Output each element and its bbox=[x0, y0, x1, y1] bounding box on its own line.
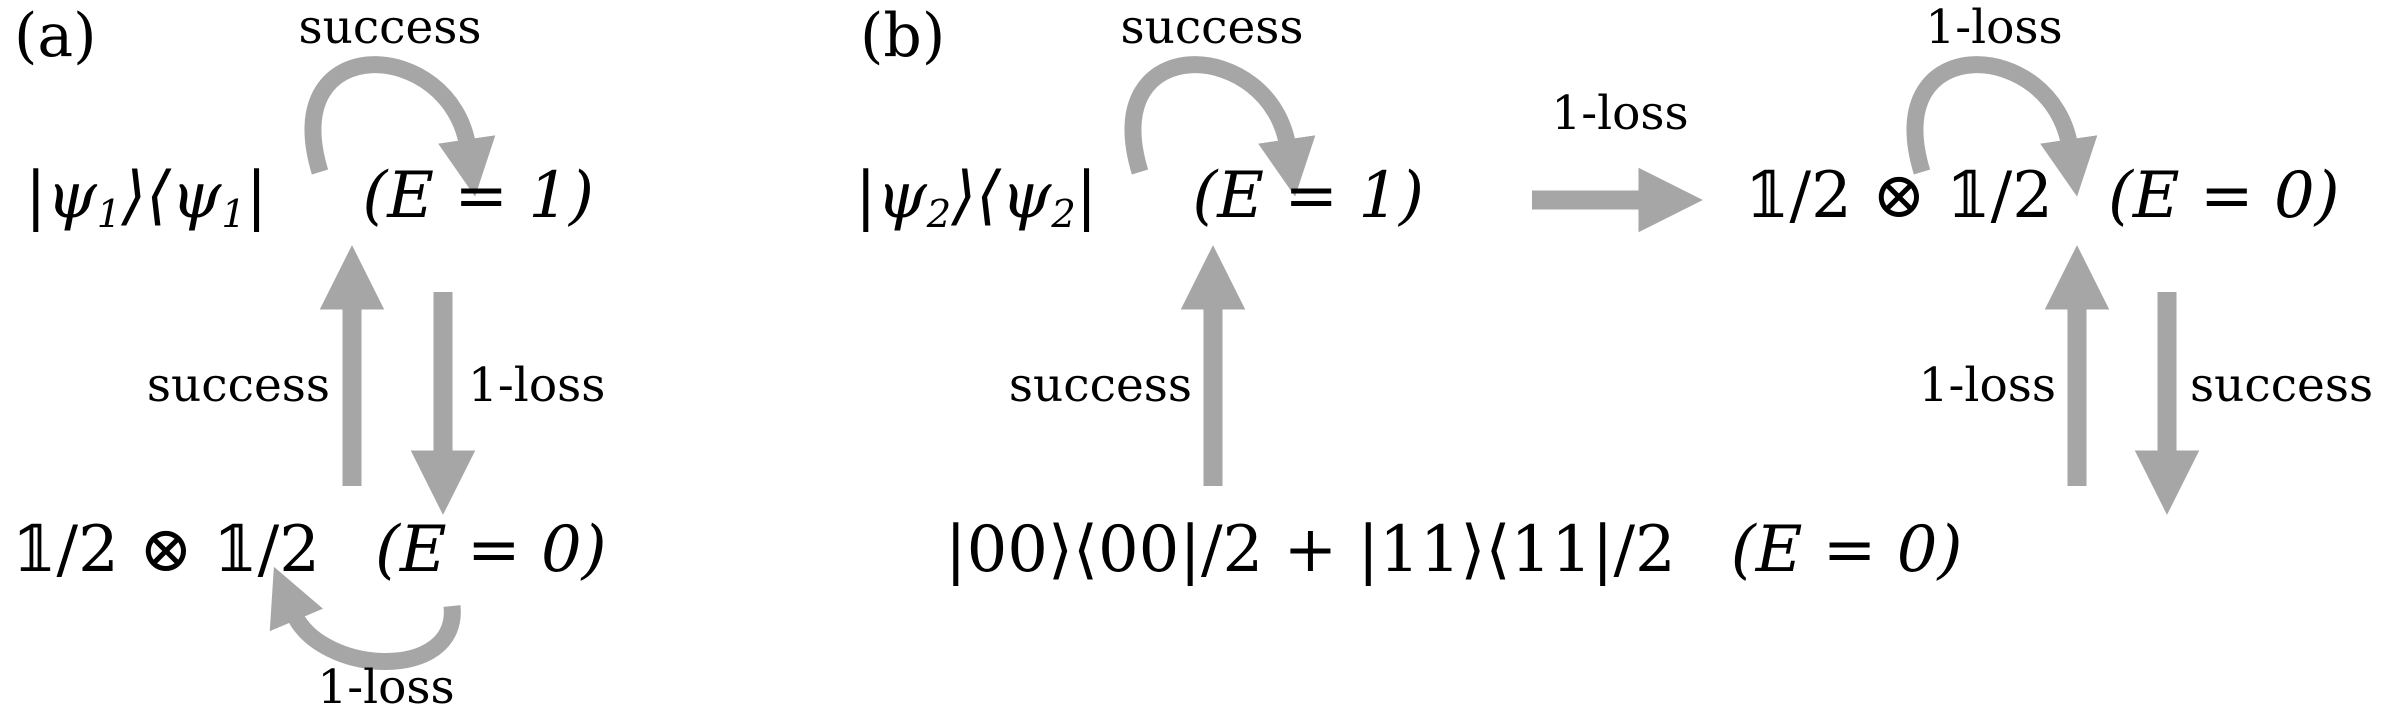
bra-close: | bbox=[1075, 159, 1098, 233]
a-top-state-expr: |ψ1⟩⟨ψ1| bbox=[25, 158, 267, 235]
a-bottom-state-expr: 𝟙/2 ⊗ 𝟙/2 bbox=[12, 513, 320, 587]
b-loss-self-loop-arrow bbox=[1906, 56, 2098, 197]
subscript: 2 bbox=[926, 191, 952, 237]
b-success-up-left-label: success bbox=[1008, 358, 1192, 413]
b-success-down-right-label: success bbox=[2190, 358, 2374, 413]
b-bottom-state-energy: (E = 0) bbox=[1730, 513, 1963, 587]
b-bottom-state: |00⟩⟨00|/2 + |11⟩⟨11|/2 (E = 0) bbox=[945, 512, 1962, 589]
a-bottom-state-energy: (E = 0) bbox=[374, 513, 607, 587]
b-success-loop-label: success bbox=[1120, 0, 1304, 55]
ket-bra-mid: ⟩⟨ψ bbox=[951, 159, 1052, 233]
b-top-left-state-energy: (E = 1) bbox=[1192, 159, 1424, 233]
a-loss-loop-label: 1-loss bbox=[317, 660, 455, 715]
a-bottom-state: 𝟙/2 ⊗ 𝟙/2 (E = 0) bbox=[12, 512, 607, 589]
ket-open: |ψ bbox=[855, 159, 927, 233]
subscript: 1 bbox=[221, 191, 246, 237]
b-transfer-arrow-label: 1-loss bbox=[1551, 86, 1689, 141]
b-loss-up-right-label: 1-loss bbox=[1918, 358, 2056, 413]
ket-bra-mid: ⟩⟨ψ bbox=[121, 159, 222, 233]
bra-close: | bbox=[245, 159, 268, 233]
b-top-left-state: |ψ2⟩⟨ψ2| (E = 1) bbox=[855, 158, 1424, 235]
a-success-loop-label: success bbox=[298, 0, 482, 55]
b-top-left-state-expr: |ψ2⟩⟨ψ2| bbox=[855, 158, 1097, 235]
b-bottom-state-expr: |00⟩⟨00|/2 + |11⟩⟨11|/2 bbox=[945, 513, 1676, 587]
b-success-self-loop-arrow bbox=[1124, 56, 1316, 197]
panel-a-label: (a) bbox=[14, 1, 97, 71]
a-success-self-loop-arrow bbox=[304, 56, 496, 197]
panel-b-label: (b) bbox=[860, 1, 946, 71]
a-loss-down-label: 1-loss bbox=[468, 358, 606, 413]
a-loss-self-loop-arrow bbox=[269, 566, 461, 670]
a-success-up-label: success bbox=[146, 358, 330, 413]
b-top-right-state-energy: (E = 0) bbox=[2107, 159, 2340, 233]
subscript: 1 bbox=[96, 191, 122, 237]
b-loss-loop-label: 1-loss bbox=[1925, 0, 2063, 55]
a-top-state: |ψ1⟩⟨ψ1| (E = 1) bbox=[25, 158, 594, 235]
a-top-state-energy: (E = 1) bbox=[362, 159, 594, 233]
b-top-right-state-expr: 𝟙/2 ⊗ 𝟙/2 bbox=[1745, 159, 2053, 233]
subscript: 2 bbox=[1051, 191, 1076, 237]
ket-open: |ψ bbox=[25, 159, 97, 233]
b-top-right-state: 𝟙/2 ⊗ 𝟙/2 (E = 0) bbox=[1745, 158, 2340, 235]
